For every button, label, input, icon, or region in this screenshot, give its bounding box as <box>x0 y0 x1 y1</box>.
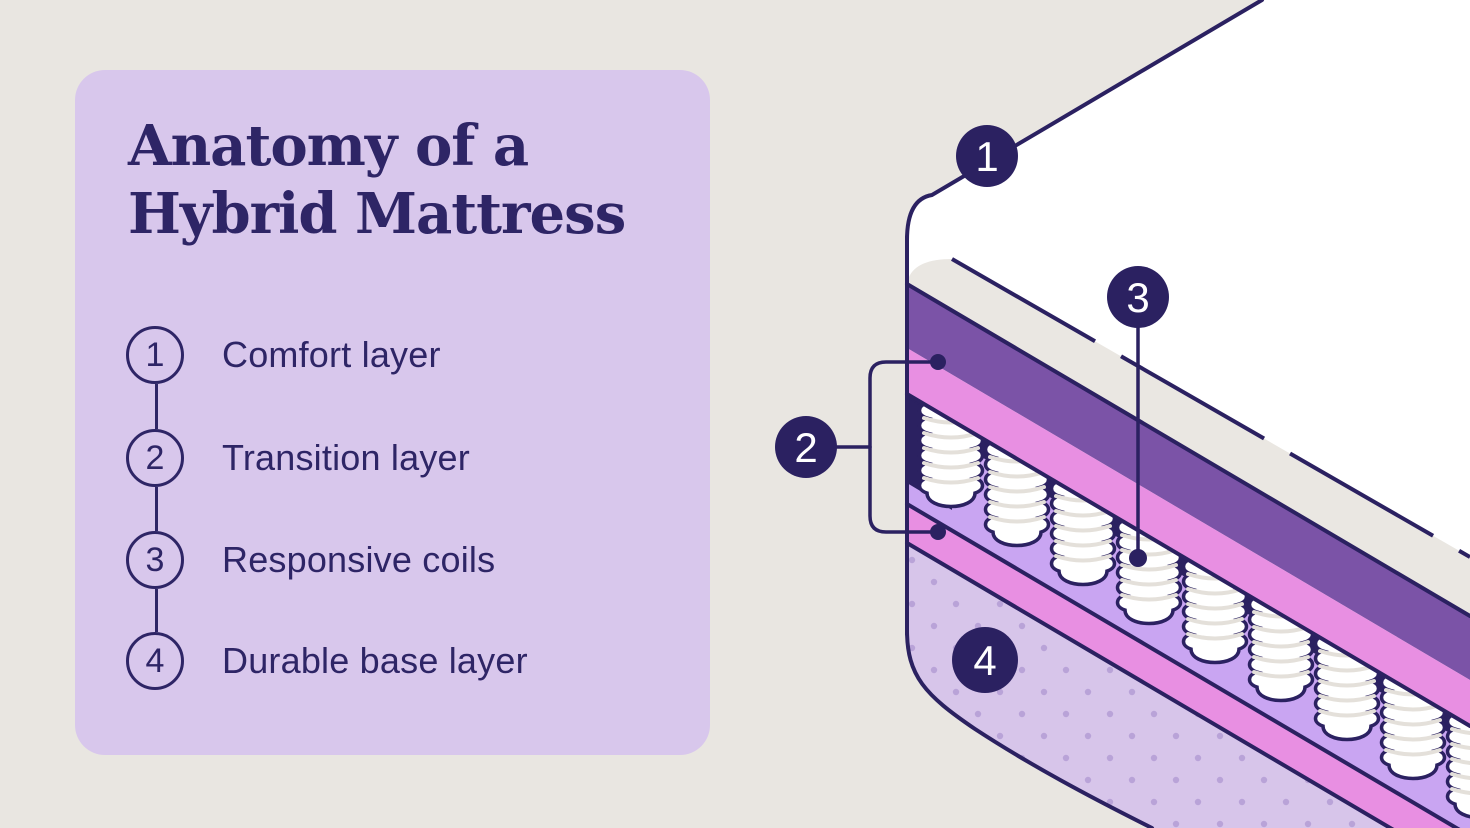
legend-connector-line <box>154 487 158 531</box>
transition-pink-upper-band <box>907 348 1470 726</box>
base-top-line <box>905 541 1395 828</box>
badge-1-circle <box>956 125 1018 187</box>
badge-1-number: 1 <box>975 133 998 180</box>
page-title: Anatomy of a Hybrid Mattress <box>128 112 626 249</box>
transition-purple-band <box>907 284 1470 680</box>
callout-3: 3 <box>1107 266 1169 567</box>
comfort-top-surface <box>907 0 1470 557</box>
badge-3-circle <box>1107 266 1169 328</box>
pink-coil-boundary-line <box>905 392 1470 728</box>
legend-number-2: 2 <box>145 438 165 477</box>
badge-3-number: 3 <box>1126 274 1149 321</box>
legend-number-circle-4: 4 <box>126 632 184 690</box>
title-line-1: Anatomy of a <box>128 113 529 179</box>
callout-3-dot <box>1129 549 1147 567</box>
comfort-layer <box>905 0 1470 618</box>
legend-label-transition-layer: Transition layer <box>222 437 470 478</box>
legend-number-3: 3 <box>145 540 165 579</box>
responsive-coils-region <box>905 394 1470 828</box>
legend-connector-line <box>154 589 158 632</box>
base-bottom-edge <box>905 628 1154 828</box>
callout-1: 1 <box>956 125 1018 187</box>
legend-connector-line <box>154 384 158 429</box>
callout-4: 4 <box>952 627 1018 693</box>
coil-bottom-line <box>905 502 1461 828</box>
legend-card: Anatomy of a Hybrid Mattress 1 Comfort l… <box>75 70 710 755</box>
transition-layers <box>905 284 1470 728</box>
legend-label-comfort-layer: Comfort layer <box>222 334 441 375</box>
callout-2-lower-dot <box>930 524 946 540</box>
legend-number-circle-1: 1 <box>126 326 184 384</box>
legend-number-circle-2: 2 <box>126 429 184 487</box>
callout-2-bracket <box>868 360 940 534</box>
badge-2-circle <box>775 416 837 478</box>
mattress-top-edge <box>905 0 1264 242</box>
badge-4-circle <box>952 627 1018 693</box>
legend-label-responsive-coils: Responsive coils <box>222 539 496 580</box>
legend-label-durable-base-layer: Durable base layer <box>222 640 528 681</box>
callout-2: 2 <box>775 354 946 540</box>
comfort-side-band <box>907 259 1470 616</box>
legend-number-circle-3: 3 <box>126 531 184 589</box>
legend-number-4: 4 <box>145 641 165 680</box>
comfort-seam-dashed-line <box>951 257 1470 559</box>
title-line-2: Hybrid Mattress <box>128 181 626 248</box>
badge-4-number: 4 <box>973 637 996 684</box>
badge-2-number: 2 <box>794 424 817 471</box>
comfort-purple-boundary-line <box>905 282 1470 618</box>
callout-2-upper-dot <box>930 354 946 370</box>
legend-number-1: 1 <box>145 335 165 374</box>
